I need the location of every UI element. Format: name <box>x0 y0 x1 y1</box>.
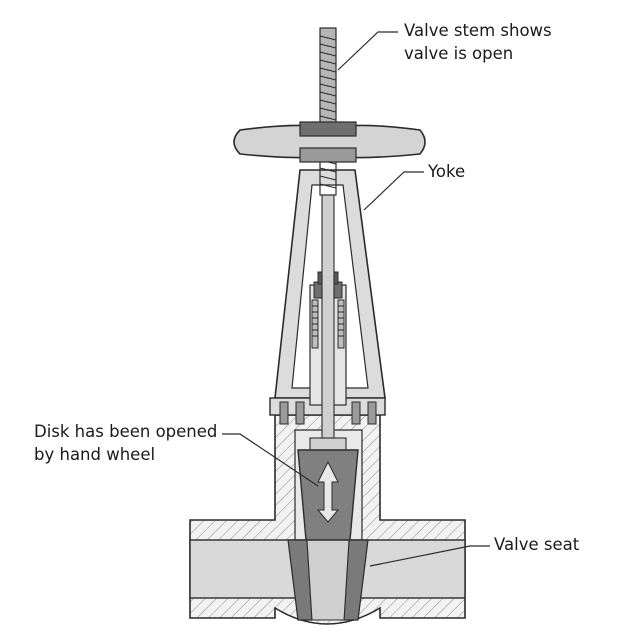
yoke-callout: Yoke <box>428 160 465 183</box>
stem-callout-line-1: Valve stem shows <box>404 21 552 40</box>
hand-wheel-icon <box>233 121 426 163</box>
disk-callout-line-2: by hand wheel <box>34 445 156 464</box>
seat-callout: Valve seat <box>494 533 579 556</box>
seat-callout-label: Valve seat <box>494 535 580 554</box>
flow-arrow-icon <box>316 460 340 523</box>
yoke-callout-label: Yoke <box>428 162 466 181</box>
packing-studs <box>311 299 345 349</box>
disk-leader <box>222 433 319 487</box>
leader-lines <box>222 31 490 567</box>
threaded-stem-icon <box>319 27 337 441</box>
yoke-leader <box>363 171 424 211</box>
valve-seat <box>287 539 369 621</box>
stem-callout: Valve stem shows valve is open <box>404 19 552 65</box>
disk-callout: Disk has been opened by hand wheel <box>34 420 217 466</box>
bonnet-bolts <box>279 401 377 425</box>
disk-callout-line-1: Disk has been opened <box>34 422 218 441</box>
stem-callout-line-2: valve is open <box>404 44 514 63</box>
seat-leader <box>369 545 490 567</box>
stem-leader <box>337 31 398 71</box>
valve-disk <box>297 437 359 541</box>
